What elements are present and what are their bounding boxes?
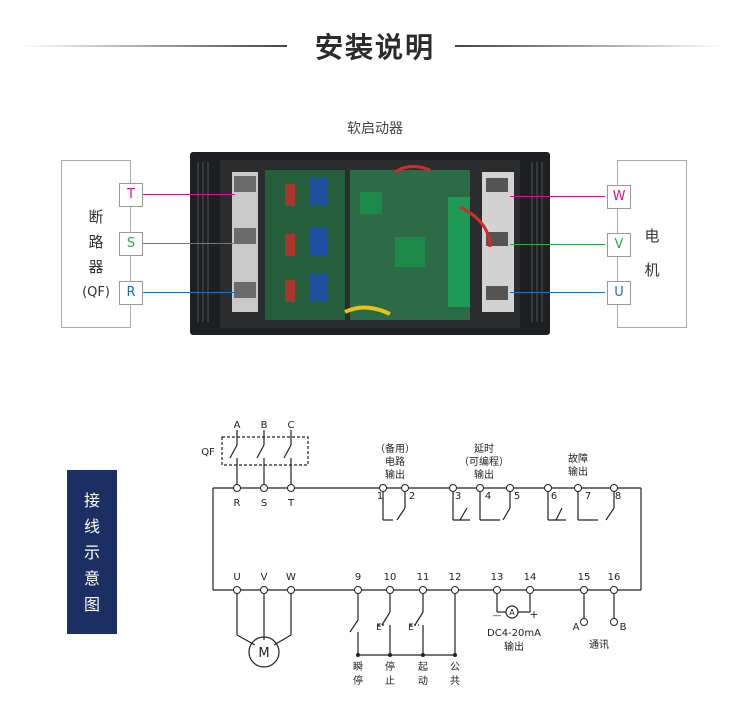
relay-3-line-2: 输出 xyxy=(568,465,588,478)
relay-terminal-7: 7 xyxy=(585,491,591,502)
switch-e-label-2: E xyxy=(408,623,414,633)
header-left-rule xyxy=(22,45,287,47)
wire-v xyxy=(510,244,605,245)
relay-1-line-2: 电路 xyxy=(385,455,405,468)
output-terminal-u: U xyxy=(607,281,631,305)
label-instant-stop-1: 瞬 xyxy=(353,660,363,673)
relay-2-line-2: （可编程） xyxy=(459,455,509,468)
label-instant-stop-2: 停 xyxy=(353,674,363,687)
relay-terminal-3: 3 xyxy=(455,491,461,502)
control-terminal-16: 16 xyxy=(608,572,621,583)
input-s-label: S xyxy=(261,498,267,509)
switch-e-label-1: E xyxy=(376,623,382,633)
qf-label: QF xyxy=(201,447,215,458)
control-terminal-15: 15 xyxy=(578,572,591,583)
relay-3-line-1: 故障 xyxy=(568,452,588,465)
output-u-label: U xyxy=(233,572,240,583)
motor-symbol-label: M xyxy=(258,646,269,661)
relay-terminal-6: 6 xyxy=(551,491,557,502)
label-start-1: 起 xyxy=(418,661,428,673)
relay-terminal-1: 1 xyxy=(377,491,383,502)
input-terminal-t: T xyxy=(119,183,143,207)
wire-s xyxy=(143,243,235,244)
wiring-diagram-tag: 接 线 示 意 图 xyxy=(67,470,117,634)
header-right-rule xyxy=(455,45,725,47)
output-terminal-v: V xyxy=(607,233,631,257)
relay-terminal-4: 4 xyxy=(485,491,491,502)
control-terminal-12: 12 xyxy=(449,572,462,583)
comm-a-label: A xyxy=(573,622,580,633)
relay-terminal-2: 2 xyxy=(409,491,415,502)
output-v-label: V xyxy=(261,572,268,583)
breaker-label: 断 路 器 (QF) xyxy=(82,208,110,300)
output-w-label: W xyxy=(286,572,296,583)
comm-b-label: B xyxy=(620,622,627,633)
analog-plus: + xyxy=(529,608,538,621)
input-t-label: T xyxy=(287,498,295,509)
input-terminal-r: R xyxy=(119,281,143,305)
ammeter-symbol: A xyxy=(509,608,515,617)
wire-r xyxy=(143,292,235,293)
label-stop-1: 停 xyxy=(385,660,395,673)
soft-starter-photo xyxy=(190,152,550,335)
relay-terminal-8: 8 xyxy=(615,491,621,502)
control-terminal-10: 10 xyxy=(384,572,397,583)
motor-label: 电 机 xyxy=(644,227,660,279)
control-terminal-9: 9 xyxy=(355,572,361,583)
wire-u xyxy=(510,292,605,293)
label-common-2: 共 xyxy=(450,675,460,687)
phase-a-label: A xyxy=(234,420,241,431)
relay-terminal-5: 5 xyxy=(514,491,520,502)
wire-w xyxy=(510,196,605,197)
phase-c-label: C xyxy=(288,420,295,431)
output-terminal-w: W xyxy=(607,185,631,209)
input-terminal-s: S xyxy=(119,232,143,256)
phase-b-label: B xyxy=(261,420,268,431)
comm-label: 通讯 xyxy=(589,639,609,651)
control-terminal-13: 13 xyxy=(491,572,504,583)
analog-output-line-1: DC4-20mA xyxy=(487,628,541,639)
control-terminal-11: 11 xyxy=(417,572,430,583)
label-start-2: 动 xyxy=(418,675,428,687)
control-terminal-14: 14 xyxy=(524,572,537,583)
relay-1-line-1: （备用） xyxy=(375,442,415,455)
relay-2-line-1: 延时 xyxy=(474,443,494,455)
input-r-label: R xyxy=(234,498,241,509)
relay-2-line-3: 输出 xyxy=(474,468,494,481)
analog-minus: — xyxy=(493,611,502,621)
label-common-1: 公 xyxy=(450,662,460,673)
wire-t xyxy=(143,194,235,195)
page-title: 安装说明 xyxy=(314,31,435,64)
device-caption: 软启动器 xyxy=(347,121,403,137)
label-stop-2: 止 xyxy=(385,675,395,687)
relay-1-line-3: 输出 xyxy=(385,468,405,481)
analog-output-line-2: 输出 xyxy=(504,640,524,653)
